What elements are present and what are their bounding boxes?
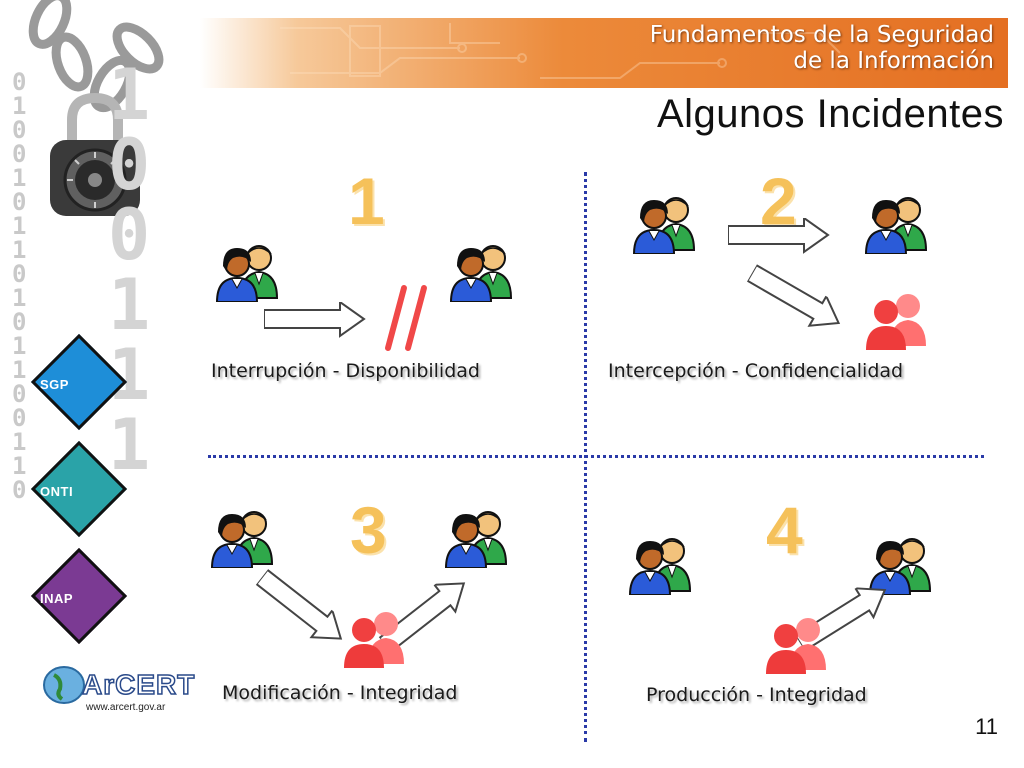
binary-digit: 1 — [108, 264, 151, 346]
binary-digit: 0 — [12, 116, 27, 144]
users-icon — [450, 245, 512, 302]
users-icon — [211, 511, 273, 568]
slide-title: Algunos Incidentes — [656, 92, 1004, 136]
users-icon — [445, 511, 507, 568]
page-number: 11 — [975, 714, 998, 739]
binary-digit: 0 — [12, 380, 27, 408]
banner-title-line2: de la Información — [793, 48, 994, 74]
binary-digit: 1 — [108, 404, 151, 486]
badge-sgp-label: SGP — [40, 377, 69, 392]
binary-digit: 1 — [12, 164, 27, 192]
quadrant-caption: Intercepción - Confidencialidad — [608, 360, 904, 382]
quadrant-caption: Producción - Integridad — [646, 684, 867, 706]
arcert-url: www.arcert.gov.ar — [86, 702, 166, 713]
binary-digit: 1 — [12, 212, 27, 240]
sidebar: 0 1 0 0 1 0 1 1 0 1 0 1 1 0 0 1 1 0 1 0 … — [0, 0, 195, 768]
quadrant-number: 3 — [350, 493, 387, 567]
binary-digit: 1 — [12, 332, 27, 360]
binary-digit: 0 — [12, 404, 27, 432]
binary-digit: 1 — [12, 428, 27, 456]
header-banner: Fundamentos de la Seguridad de la Inform… — [200, 18, 1008, 88]
quadrant-number: 4 — [766, 493, 803, 567]
binary-digit: 1 — [12, 92, 27, 120]
break-icon — [385, 285, 427, 351]
binary-digit: 1 — [108, 54, 151, 136]
binary-digit: 0 — [12, 68, 27, 96]
arrow-icon — [728, 218, 829, 253]
banner-title-line1: Fundamentos de la Seguridad — [649, 22, 994, 48]
binary-digit: 0 — [12, 188, 27, 216]
binary-digit: 0 — [12, 140, 27, 168]
banner-title: Fundamentos de la Seguridad de la Inform… — [650, 22, 994, 74]
badge-inap-label: INAP — [40, 591, 74, 606]
binary-digit: 1 — [12, 284, 27, 312]
arrow-icon — [264, 302, 365, 337]
arcert-logo-text: ArCERT — [81, 668, 196, 701]
binary-digit: 0 — [12, 260, 27, 288]
binary-column-large: 1 0 0 1 1 1 — [108, 60, 168, 480]
users-icon — [633, 197, 695, 254]
globe-icon — [43, 666, 85, 704]
quadrant-caption: Interrupción - Disponibilidad — [211, 360, 480, 382]
quadrant-caption: Modificación - Integridad — [222, 682, 458, 704]
attacker-icon — [866, 294, 926, 350]
binary-digit: 1 — [12, 356, 27, 384]
badge-onti-label: ONTI — [40, 484, 74, 499]
quadrant-number: 1 — [348, 164, 385, 238]
users-icon — [865, 197, 927, 254]
quadrant-number: 2 — [760, 164, 797, 238]
binary-digit: 0 — [108, 124, 151, 206]
arrow-icon — [742, 258, 849, 339]
binary-digit: 0 — [12, 476, 27, 504]
horizontal-divider — [208, 455, 984, 458]
attacker-icon — [344, 612, 404, 668]
binary-digit: 1 — [12, 236, 27, 264]
binary-digit: 1 — [12, 452, 27, 480]
binary-column-small: 0 1 0 0 1 0 1 1 0 1 0 1 1 0 0 1 1 0 — [12, 70, 32, 502]
users-icon — [629, 538, 691, 595]
padlock-icon — [28, 0, 164, 216]
binary-digit: 0 — [12, 308, 27, 336]
binary-digit: 0 — [108, 194, 151, 276]
attacker-icon — [766, 618, 826, 674]
users-icon — [216, 245, 278, 302]
circuit-pattern-icon — [280, 23, 841, 79]
